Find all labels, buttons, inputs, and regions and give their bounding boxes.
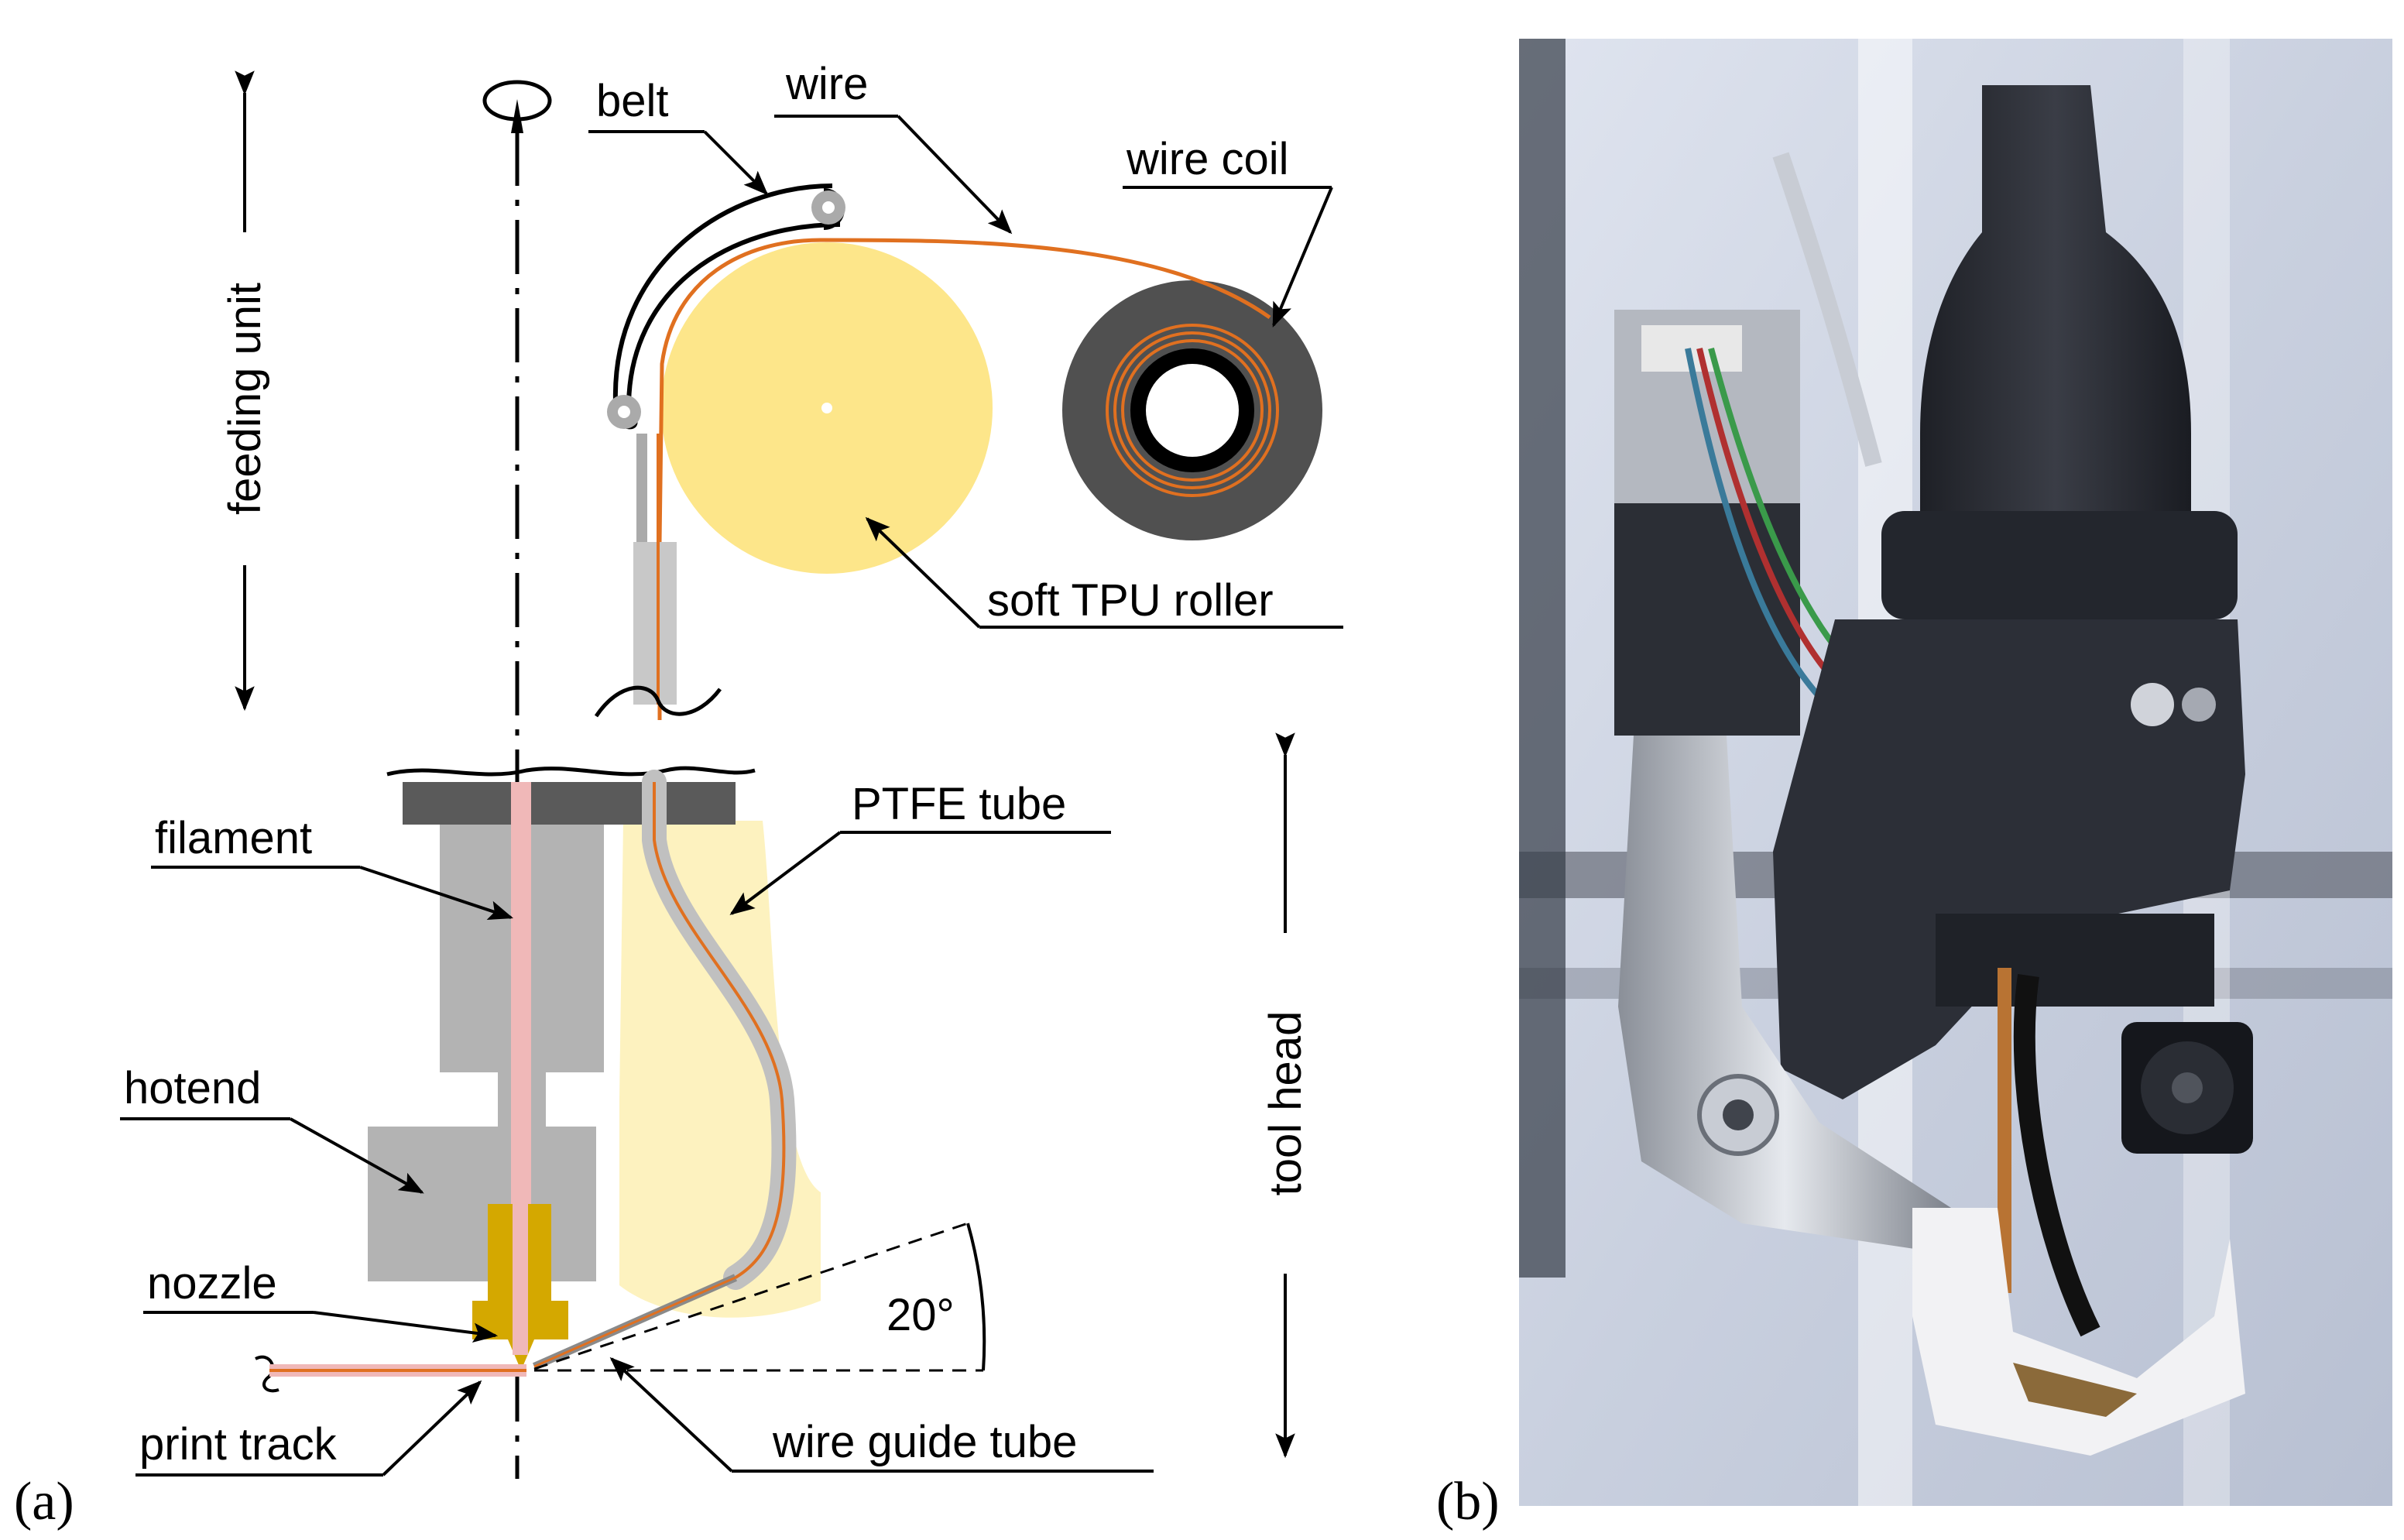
mount-plate	[403, 782, 736, 825]
label-belt-group: belt	[588, 76, 769, 196]
label-feeding-unit: feeding unit	[220, 283, 270, 515]
label-print-track-group: print track	[135, 1380, 482, 1477]
label-tool-head: tool head	[1260, 1011, 1311, 1196]
cable-bundle	[1685, 348, 1822, 699]
label-belt: belt	[596, 76, 669, 126]
angle-label: 20°	[886, 1290, 955, 1340]
label-print-track: print track	[139, 1419, 338, 1470]
hotend-assembly	[1912, 914, 2253, 1456]
feeding-unit-dimension: feeding unit	[220, 70, 270, 712]
rotation-icon	[482, 80, 552, 133]
panel-b: (b)	[1436, 39, 2392, 1531]
label-filament-group: filament	[151, 813, 514, 921]
label-hotend: hotend	[124, 1063, 261, 1113]
label-wire: wire	[785, 59, 868, 109]
upper-guide-rod	[636, 434, 647, 542]
break-symbol-top	[594, 685, 722, 718]
label-nozzle: nozzle	[147, 1258, 277, 1308]
label-tpu-roller: soft TPU roller	[987, 575, 1274, 626]
belt	[607, 183, 845, 430]
label-wire-coil-group: wire coil	[1123, 134, 1333, 328]
tool-head-body	[1773, 85, 2245, 1099]
label-nozzle-group: nozzle	[143, 1258, 499, 1343]
tool-head-dimension: tool head	[1260, 732, 1311, 1459]
label-ptfe-tube: PTFE tube	[852, 779, 1066, 829]
panel-b-label: (b)	[1436, 1472, 1500, 1531]
label-wire-group: wire	[774, 59, 1013, 235]
label-hotend-group: hotend	[120, 1063, 424, 1194]
label-ptfe-group: PTFE tube	[729, 779, 1111, 915]
label-wire-coil: wire coil	[1126, 134, 1289, 184]
roller-center	[821, 403, 832, 413]
ptfe-glow	[619, 821, 821, 1318]
angle-indicator	[533, 1222, 986, 1372]
panel-a-label: (a)	[14, 1472, 74, 1531]
upper-ptfe-tube	[633, 542, 677, 705]
label-wire-guide-tube: wire guide tube	[772, 1417, 1077, 1467]
label-wire-guide-group: wire guide tube	[609, 1357, 1154, 1473]
heat-block	[368, 1127, 596, 1281]
panel-a: 20° belt wire wire coil soft TPU roller …	[14, 59, 1343, 1531]
wire-line	[657, 238, 1271, 720]
break-symbol-mid	[386, 766, 756, 777]
break-symbol-left	[255, 1355, 279, 1393]
wire-coil	[1062, 280, 1322, 540]
label-filament: filament	[155, 813, 312, 863]
label-tpu-roller-group: soft TPU roller	[865, 516, 1343, 629]
aluminum-bracket	[1618, 736, 1951, 1254]
